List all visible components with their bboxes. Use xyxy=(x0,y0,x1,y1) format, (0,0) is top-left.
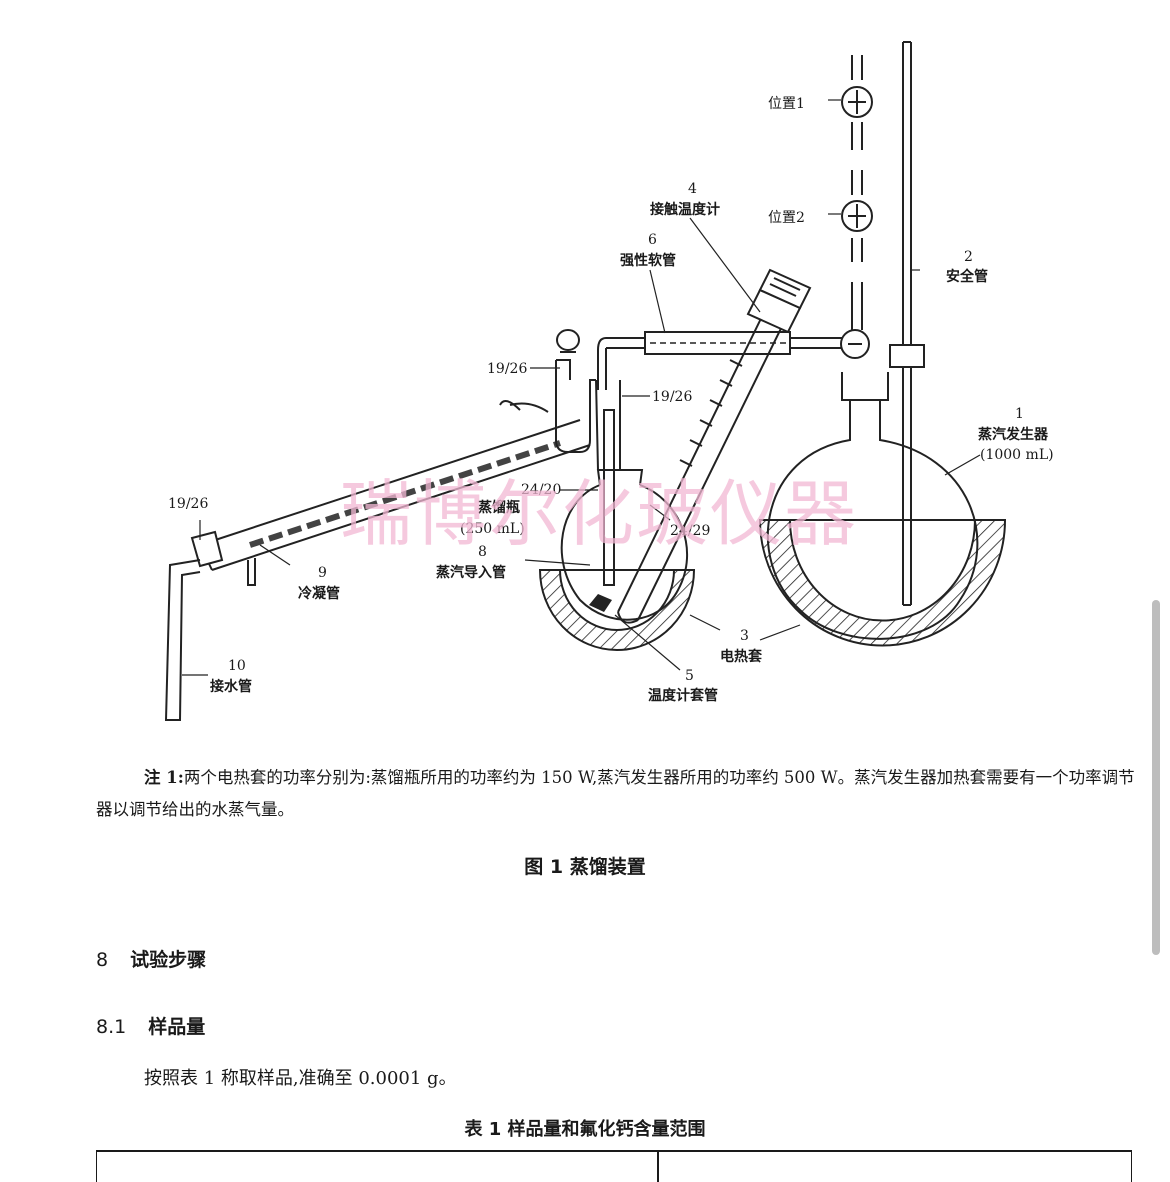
figure-note: 注 1:两个电热套的功率分别为:蒸馏瓶所用的功率约为 150 W,蒸汽发生器所用… xyxy=(96,762,1136,826)
label-item5-name: 温度计套管 xyxy=(648,687,718,704)
section-8-1-number: 8.1 xyxy=(96,1016,127,1038)
note-text: 两个电热套的功率分别为:蒸馏瓶所用的功率约为 150 W,蒸汽发生器所用的功率约… xyxy=(96,768,1135,819)
label-joint-b: 19/26 xyxy=(652,389,692,405)
label-item8-name: 蒸汽导入管 xyxy=(436,564,506,581)
safety-tube xyxy=(889,41,925,606)
label-item10-num: 10 xyxy=(228,658,246,674)
label-item2-name: 安全管 xyxy=(946,268,988,285)
section-8-title: 试验步骤 xyxy=(130,949,207,971)
label-position2: 位置2 xyxy=(768,210,805,226)
section-8-number: 8 xyxy=(96,949,109,971)
section-8-1-title: 样品量 xyxy=(148,1016,206,1038)
label-item5-num: 5 xyxy=(685,668,694,684)
label-flask-name: 蒸馏瓶 xyxy=(478,499,520,516)
figure-caption: 图 1 蒸馏装置 xyxy=(524,856,646,878)
note-prefix: 注 1: xyxy=(144,768,184,787)
leader-lines xyxy=(182,217,981,676)
receiver-tube xyxy=(164,559,201,721)
label-position1: 位置1 xyxy=(768,96,805,112)
label-item8-num: 8 xyxy=(478,544,487,560)
table-1-top xyxy=(96,1150,1132,1182)
label-joint-d: 24/20 xyxy=(521,482,561,498)
label-item6-num: 6 xyxy=(648,232,657,248)
heating-mantle-large xyxy=(758,519,1007,647)
contact-thermometer xyxy=(617,268,812,624)
condenser xyxy=(190,400,591,586)
watermark: 瑞博尔化玻仪器 xyxy=(340,472,859,556)
body-paragraph: 按照表 1 称取样品,准确至 0.0001 g。 xyxy=(144,1068,457,1089)
label-item3-num: 3 xyxy=(740,628,749,644)
table-column-divider xyxy=(657,1152,659,1182)
label-flask-cap: (250 mL) xyxy=(460,521,525,537)
stopcock-junction xyxy=(840,329,870,359)
label-joint-e: 24/29 xyxy=(670,523,710,539)
section-8-1-heading: 8.1 样品量 xyxy=(96,1012,205,1039)
section-8-heading: 8 试验步骤 xyxy=(96,945,206,972)
table-title: 表 1 样品量和氟化钙含量范围 xyxy=(464,1119,706,1140)
distillation-apparatus-diagram: 位置1 位置2 2 安全管 4 接触温度计 6 强性软管 19/26 19/26… xyxy=(164,41,1054,721)
label-item1-cap: (1000 mL) xyxy=(980,447,1054,463)
label-joint-a: 19/26 xyxy=(487,361,527,377)
label-item6-name: 强性软管 xyxy=(620,252,676,269)
stopcock-position1 xyxy=(841,86,873,118)
label-item4-name: 接触温度计 xyxy=(650,201,720,218)
label-item3-name: 电热套 xyxy=(720,648,762,665)
label-item9-num: 9 xyxy=(318,565,327,581)
stopcock-position2 xyxy=(841,200,873,232)
label-item1-num: 1 xyxy=(1015,406,1024,422)
label-item10-name: 接水管 xyxy=(210,678,252,695)
vertical-scrollbar[interactable] xyxy=(1152,600,1160,955)
heating-mantle-small xyxy=(538,569,696,651)
label-item2-num: 2 xyxy=(964,249,973,265)
steam-pipe xyxy=(851,55,863,330)
label-item1-name: 蒸汽发生器 xyxy=(978,426,1049,443)
steam-generator-flask xyxy=(767,372,979,640)
label-joint-c: 19/26 xyxy=(168,496,208,512)
flexible-hose xyxy=(597,331,842,390)
steam-inlet-tip xyxy=(589,594,612,612)
label-item9-name: 冷凝管 xyxy=(298,585,340,602)
label-item4-num: 4 xyxy=(688,181,697,197)
